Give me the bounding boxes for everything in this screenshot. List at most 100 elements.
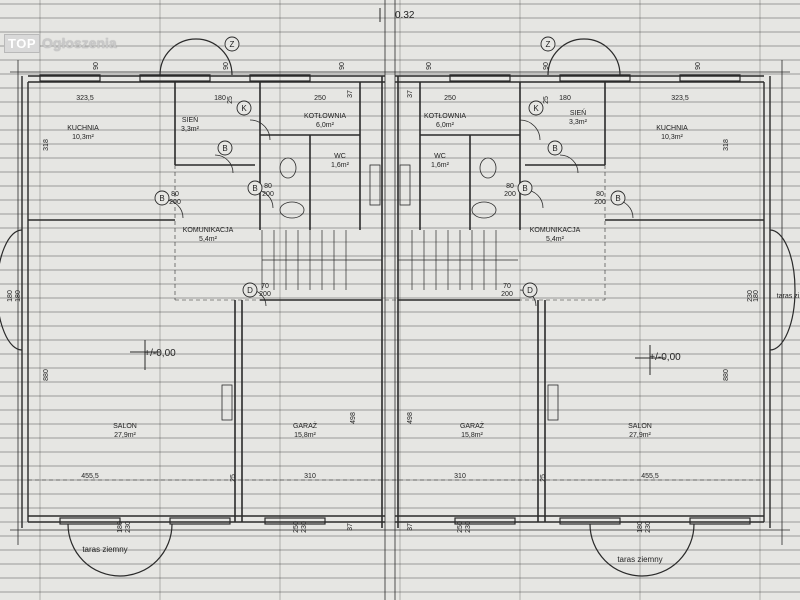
room-name: KUCHNIA [67,125,99,132]
room-area: 3,3m² [181,126,200,133]
dimension-label: 880 [43,369,50,381]
door-swing [519,119,541,141]
dimension-label: 180 [559,95,571,102]
door-tag: K [241,104,247,113]
dimension-label: 250 [293,521,300,533]
level-mark-top: 0.32 [395,10,415,21]
window [139,74,211,82]
dimension-label: 180 [117,521,124,533]
dimension-label: 455,5 [641,473,659,480]
window [449,74,511,82]
door-tag-circle [217,140,233,156]
dimension-label: 90 [339,62,346,70]
level-mark: +/-0,00 [144,348,176,359]
dimension-label: 90 [93,62,100,70]
window [249,74,311,82]
watermark-badge: TOP [4,33,40,53]
door-tag-circle [517,180,533,196]
room-name: WC [334,153,346,160]
room-name: KOTŁOWNIA [304,113,346,120]
dimension-label: 90 [426,62,433,70]
dimension-label: 880 [723,369,730,381]
side-bay [769,229,796,351]
door-swing [249,119,271,141]
room-name: KOTŁOWNIA [424,113,466,120]
dimension-label: 37 [347,523,354,531]
window [689,517,751,525]
terrace-arc [589,523,695,577]
door-tag-circle [247,180,263,196]
duct [399,164,411,206]
watermark-text: Ogłoszenia [42,35,117,51]
door-swing [214,154,234,174]
dimension-label: 37 [407,523,414,531]
room-area: 5,4m² [546,236,565,243]
dimension-label: 323,5 [671,95,689,102]
door-tag-circle [224,36,240,52]
door-tag: D [247,286,253,295]
door-tag-circle [242,282,258,298]
dimension-label: 37 [347,90,354,98]
dimension-label: 90 [695,62,702,70]
dimension-label: 180 [214,95,226,102]
dimension-label: 70 [503,283,511,290]
toilet-fixture [279,157,297,179]
terrace-arc [67,523,173,577]
room-area: 10,3m² [72,134,94,141]
dimension-label: 80 [596,191,604,198]
door-tag: B [615,194,620,203]
dimension-label: 80 [506,183,514,190]
watermark-logo: TOP Ogłoszenia [4,32,117,54]
dimension-label: 323,5 [76,95,94,102]
room-name: SIEŃ [570,108,586,117]
window [39,74,101,82]
dimension-label: 310 [304,473,316,480]
dimension-label: 498 [407,412,414,424]
dimension-label: 90 [543,62,550,70]
room-name: SIEŃ [182,115,198,124]
door-tag-circle [236,100,252,116]
duct [369,164,381,206]
room-name: KOMUNIKACJA [530,227,581,234]
dimension-label: 230 [125,521,132,533]
door-tag: Z [546,40,551,49]
door-tag: B [252,184,257,193]
door-tag-circle [528,100,544,116]
dimension-label: 80 [264,183,272,190]
door-tag: B [552,144,557,153]
level-mark: +/-0,00 [649,352,681,363]
room-area: 1,6m² [331,162,350,169]
door-tag: B [522,184,527,193]
room-name: KUCHNIA [656,125,688,132]
dimension-label: 180 [7,290,14,302]
dimension-label: 230 [301,521,308,533]
door-swing [559,154,579,174]
dimension-label: 318 [43,139,50,151]
terrace-label: taras zi [777,293,800,300]
dimension-label: 230 [465,521,472,533]
side-bay [0,229,23,351]
dimension-label: 230 [645,521,652,533]
dimension-label: 200 [504,191,516,198]
dimension-label: 200 [501,291,513,298]
door-tag: B [159,194,164,203]
door-tag-circle [547,140,563,156]
terrace-label: taras ziemny [617,555,662,564]
room-name: SALON [113,423,137,430]
room-area: 15,8m² [461,432,483,439]
dimension-label: 250 [444,95,456,102]
room-area: 1,6m² [431,162,450,169]
dimension-label: 310 [454,473,466,480]
dimension-label: 25 [230,474,237,482]
duct [547,384,559,421]
window [559,517,621,525]
room-area: 10,3m² [661,134,683,141]
window [169,517,231,525]
duct [221,384,233,421]
dimension-label: 90 [223,62,230,70]
window [454,517,516,525]
dimension-label: 25 [540,474,547,482]
room-area: 27,9m² [629,432,651,439]
window [559,74,631,82]
